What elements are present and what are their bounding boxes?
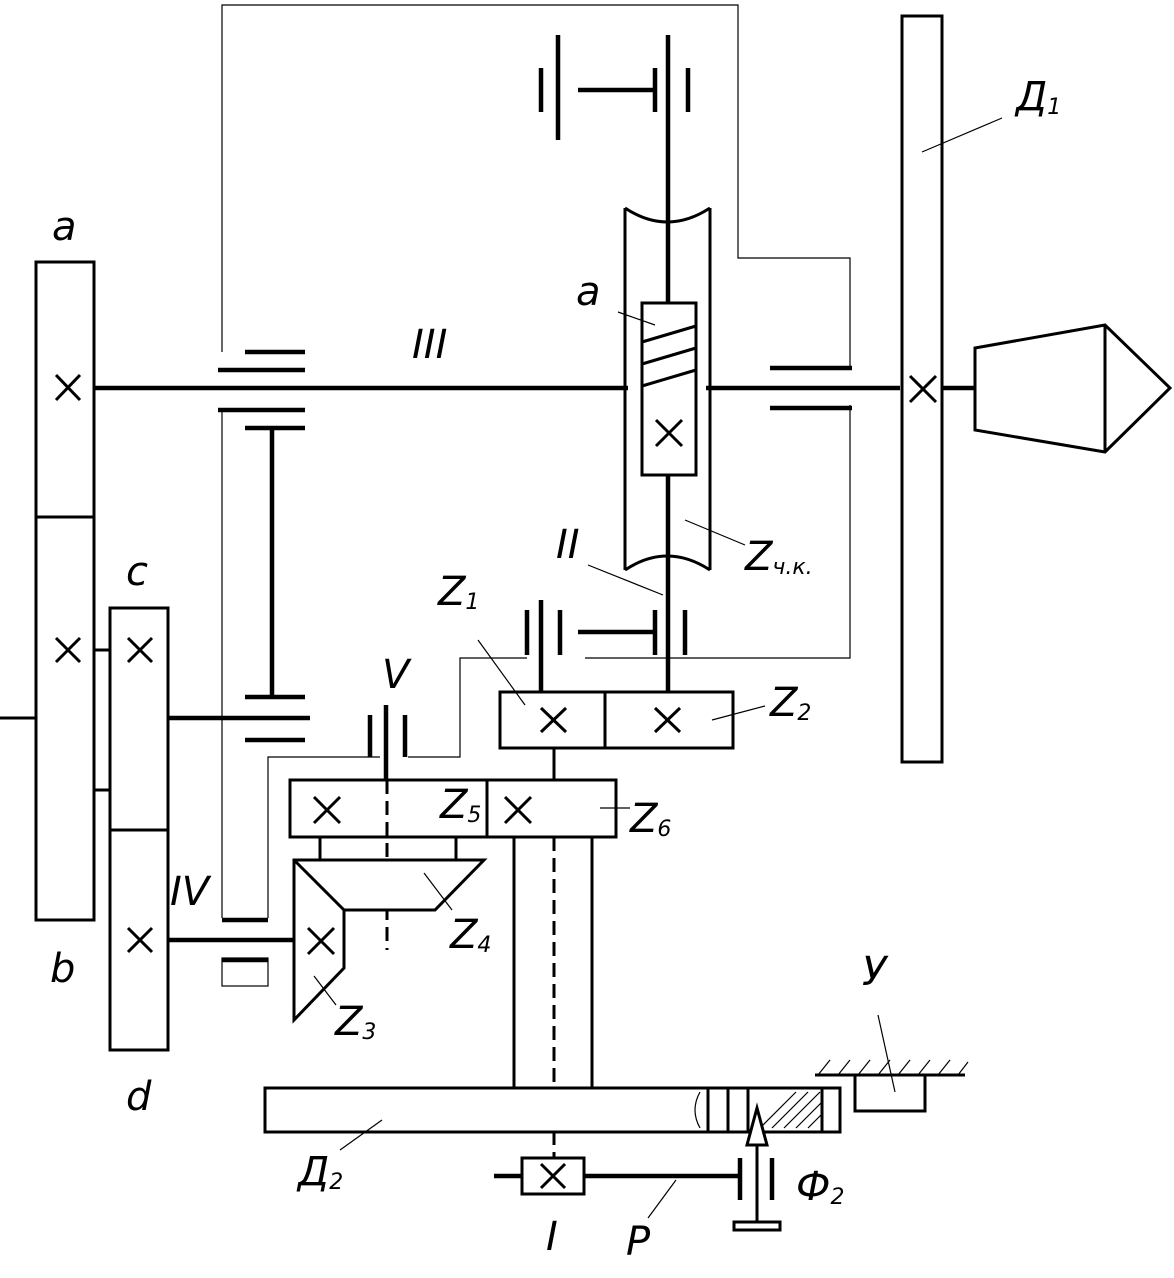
label-shaft-II: II: [556, 522, 580, 568]
cross-icon: [306, 926, 336, 956]
label-gear-c: c: [126, 549, 148, 595]
cross-icon: [539, 1162, 567, 1190]
label-f2: Ф2: [796, 1164, 844, 1210]
label-shaft-V: V: [382, 652, 412, 698]
label-z3: Z3: [334, 999, 376, 1045]
ground-hatch: [817, 1059, 969, 1076]
label-gear-a: a: [52, 204, 77, 250]
label-shaft-IV: IV: [170, 869, 212, 915]
label-z2: Z2: [769, 680, 811, 726]
cross-icon: [54, 373, 82, 402]
label-z1: Z1: [437, 569, 479, 615]
cross-icon: [653, 706, 682, 734]
housing-outline: [221, 4, 851, 987]
hatch: [759, 1091, 823, 1129]
label-d1: Д1: [1014, 74, 1061, 120]
gear-c-d: [108, 606, 170, 1052]
cross-icon: [908, 374, 938, 404]
cross-icon: [654, 418, 684, 448]
label-p: P: [626, 1219, 651, 1265]
label-z6: Z6: [629, 796, 671, 842]
label-shaft-I: I: [546, 1214, 558, 1260]
label-u: У: [862, 949, 889, 995]
gear-a-b: [34, 260, 96, 922]
label-zwk: Zч.к.: [744, 534, 813, 580]
cross-icon: [126, 636, 154, 664]
label-gear-d: d: [126, 1074, 152, 1120]
leader-lines: [313, 117, 1003, 1219]
label-shaft-III: III: [412, 322, 447, 368]
label-gear-b: b: [50, 946, 75, 992]
cross-icon: [312, 795, 342, 825]
cross-icon: [539, 706, 568, 734]
label-worm-a: a: [576, 269, 601, 315]
cross-icon: [54, 636, 82, 664]
cross-icon: [503, 795, 533, 825]
label-d2: Д2: [296, 1149, 343, 1195]
label-z5: Z5: [439, 782, 481, 828]
label-z4: Z4: [449, 912, 491, 958]
cross-icon: [126, 926, 154, 954]
